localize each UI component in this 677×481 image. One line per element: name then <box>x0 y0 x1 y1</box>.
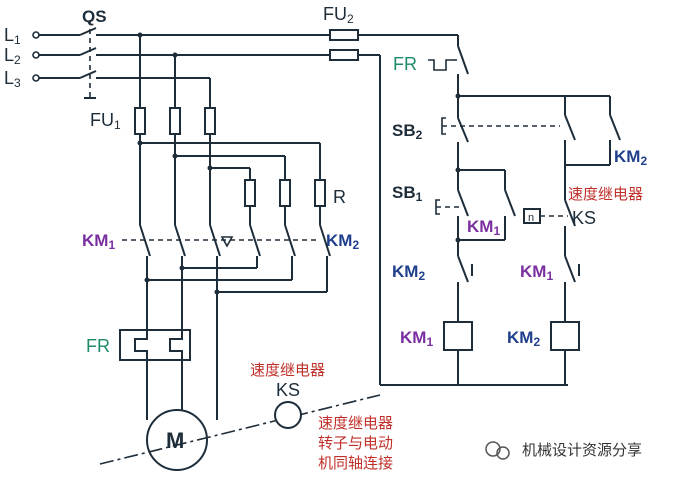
label-ks-ctrl: KS <box>572 208 596 228</box>
fu1-fuses <box>134 107 216 135</box>
qs-switch <box>79 20 330 99</box>
label-km1-interlock: KM1 <box>520 262 553 283</box>
sb1-km1-branch <box>435 167 516 243</box>
label-ks-motor: KS <box>276 380 300 400</box>
km2-top-contacts <box>564 114 621 166</box>
sb2-stop-button <box>441 117 560 170</box>
fu2-fuses <box>329 29 458 61</box>
main-branch-wires <box>137 134 321 225</box>
annotation-speed-relay-ctrl: 速度继电器 <box>568 185 643 203</box>
annotation-shaft-2: 转子与电动 <box>318 434 393 452</box>
label-l1: L1 <box>4 25 21 47</box>
linkage-triangle <box>220 236 234 248</box>
label-l3: L3 <box>4 68 21 90</box>
annotation-speed-relay-motor: 速度继电器 <box>250 361 325 379</box>
label-fu2: FU2 <box>323 4 354 26</box>
fr-nc-contact <box>428 45 469 96</box>
annotation-shaft-3: 机同轴连接 <box>318 454 393 472</box>
label-km2-main: KM2 <box>326 231 359 252</box>
interlock-contacts <box>457 240 580 322</box>
label-l2: L2 <box>4 45 21 67</box>
label-km1-main: KM1 <box>82 231 115 252</box>
motor <box>146 409 208 471</box>
label-qs: QS <box>82 7 107 26</box>
label-sb1: SB1 <box>392 183 423 204</box>
control-split <box>455 93 611 118</box>
ks-n-symbol: n <box>528 212 534 224</box>
supply-terminals <box>32 31 40 82</box>
label-km1-hold: KM1 <box>467 217 500 238</box>
contactor-coils <box>443 321 580 385</box>
supply-wires <box>39 34 80 79</box>
watermark: 机械设计资源分享 <box>485 441 642 460</box>
label-fu1: FU1 <box>90 110 121 132</box>
label-fr-main: FR <box>86 336 110 356</box>
label-sb2: SB2 <box>392 121 423 142</box>
label-km2-coil: KM2 <box>507 328 540 349</box>
label-fr-ctrl: FR <box>393 54 417 74</box>
ks-speed-sensor <box>274 401 302 429</box>
main-circuit-wires <box>137 32 211 108</box>
braking-resistors <box>244 179 326 225</box>
wechat-icon <box>485 441 501 457</box>
label-km1-coil: KM1 <box>400 328 433 349</box>
watermark-text: 机械设计资源分享 <box>522 441 642 459</box>
fr-thermal-relay <box>119 329 218 420</box>
motor-label: M <box>166 428 184 453</box>
motor-feed-wires <box>144 256 328 330</box>
ks-contact <box>523 165 576 256</box>
km2-main-contacts <box>249 224 331 257</box>
annotation-shaft-1: 速度继电器 <box>318 414 393 432</box>
label-km2-interlock: KM2 <box>392 262 425 283</box>
label-r: R <box>333 187 346 207</box>
control-wires <box>379 35 568 386</box>
shaft-line <box>99 394 381 465</box>
label-km2-hold: KM2 <box>614 147 647 168</box>
